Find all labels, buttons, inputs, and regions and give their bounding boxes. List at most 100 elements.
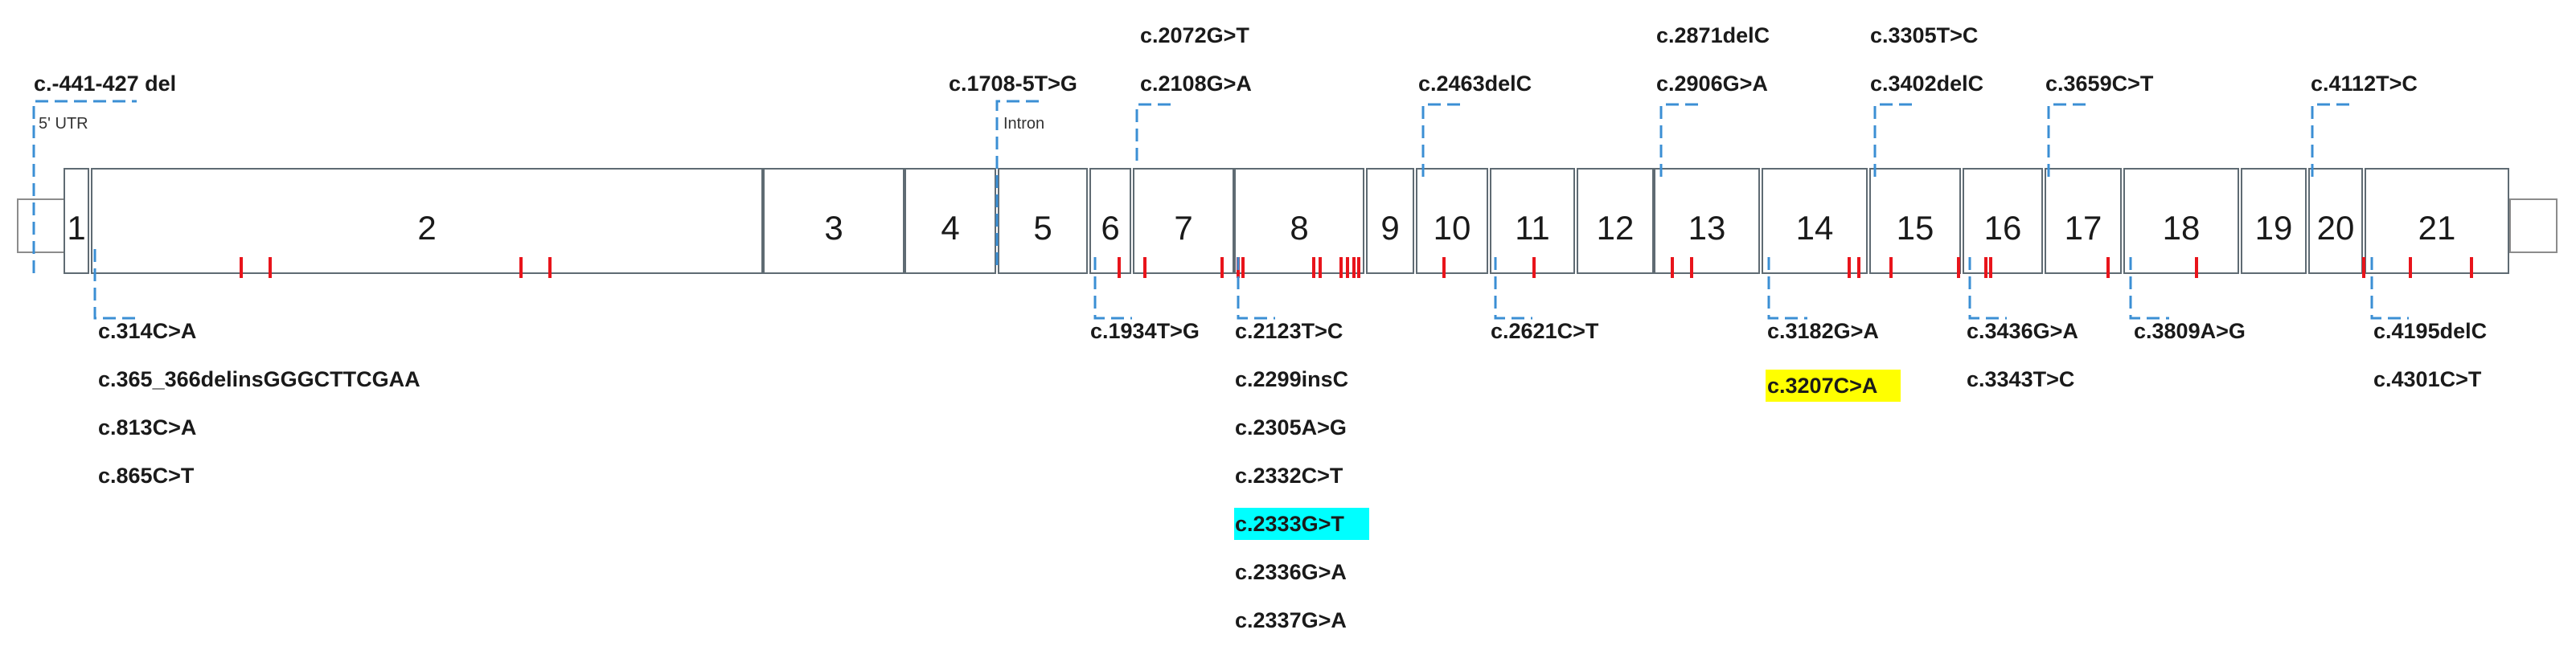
exon-box-12 — [1577, 168, 1654, 274]
exon-box-13 — [1654, 168, 1760, 274]
exon-number-6: 6 — [1101, 209, 1119, 247]
cyan-highlight — [1234, 508, 1369, 540]
utr-left-box — [17, 198, 65, 253]
exon-number-1: 1 — [67, 209, 85, 247]
leader-line — [93, 249, 142, 320]
exon-box-17 — [2045, 168, 2122, 274]
variant-label: c.2332C>T — [1235, 464, 1343, 488]
variant-label: c.314C>A — [98, 319, 196, 343]
variant-label-highlighted: c.2333G>T — [1235, 512, 1344, 536]
exon-number-16: 16 — [1984, 209, 2022, 247]
exon-number-10: 10 — [1434, 209, 1471, 247]
variant-label: c.2072G>T — [1140, 23, 1249, 47]
exon-box-6 — [1089, 168, 1131, 274]
leader-line — [1135, 103, 1175, 161]
exon-box-11 — [1490, 168, 1575, 274]
variant-label: c.2299insC — [1235, 367, 1348, 391]
leader-line — [2047, 103, 2086, 177]
leader-line — [2129, 257, 2169, 320]
yellow-highlight — [1766, 370, 1901, 402]
exon-box-21 — [2365, 168, 2509, 274]
exon-box-8 — [1234, 168, 1364, 274]
variant-label: c.2621C>T — [1491, 319, 1599, 343]
top-leader-lines — [32, 100, 2349, 273]
exon-box-16 — [1963, 168, 2043, 274]
exon-number-17: 17 — [2065, 209, 2102, 247]
exon-number-2: 2 — [417, 209, 436, 247]
leader-line — [1494, 257, 1532, 320]
variant-label: c.2108G>A — [1140, 72, 1252, 96]
exon-number-5: 5 — [1033, 209, 1052, 247]
exon-number-15: 15 — [1897, 209, 1934, 247]
bottom-variant-labels: c.314C>A c.365_366delinsGGGCTTCGAA c.813… — [98, 319, 2487, 632]
exon-box-10 — [1416, 168, 1488, 274]
variant-label: c.3659C>T — [2045, 72, 2154, 96]
exon-number-4: 4 — [941, 209, 959, 247]
exon-number-3: 3 — [824, 209, 843, 247]
exon-boxes — [64, 168, 2509, 274]
variant-label: c.4112T>C — [2311, 72, 2418, 96]
utr-right-box — [2509, 198, 2558, 253]
leader-line — [2370, 257, 2409, 320]
variant-label: c.3402delC — [1870, 72, 1983, 96]
exon-box-7 — [1133, 168, 1234, 274]
exon-number-19: 19 — [2255, 209, 2293, 247]
mutation-ticks — [240, 257, 2473, 278]
exon-number-20: 20 — [2317, 209, 2355, 247]
leader-line — [32, 100, 137, 273]
variant-label: c.3809A>G — [2134, 319, 2246, 343]
leader-line — [1237, 257, 1275, 320]
variant-label: c.2906G>A — [1656, 72, 1768, 96]
exon-box-20 — [2308, 168, 2363, 274]
exon-box-15 — [1869, 168, 1961, 274]
exon-numbers: 1 2 3 4 5 6 7 8 9 10 11 12 13 14 15 16 1… — [67, 209, 2455, 247]
variant-label: c.2463delC — [1418, 72, 1532, 96]
variant-label: c.865C>T — [98, 464, 195, 488]
exon-number-8: 8 — [1290, 209, 1308, 247]
variant-label: c.3436G>A — [1967, 319, 2078, 343]
leader-line — [1421, 103, 1460, 177]
utr-label: 5' UTR — [39, 115, 88, 133]
exon-number-11: 11 — [1515, 209, 1550, 247]
exon-number-12: 12 — [1597, 209, 1635, 247]
exon-box-3 — [763, 168, 904, 274]
leader-line — [1093, 257, 1132, 320]
intron-label: Intron — [1003, 115, 1044, 133]
variant-label-highlighted: c.3207C>A — [1767, 374, 1877, 398]
exon-number-13: 13 — [1688, 209, 1726, 247]
variant-label: c.2305A>G — [1235, 415, 1347, 440]
variant-label: c.365_366delinsGGGCTTCGAA — [98, 367, 420, 391]
leader-line — [1873, 103, 1914, 177]
leader-line — [1767, 257, 1807, 320]
variant-label: c.-441-427 del — [34, 72, 176, 96]
leader-line — [995, 100, 1040, 265]
exon-box-2 — [91, 168, 763, 274]
exon-number-9: 9 — [1380, 209, 1399, 247]
exon-box-1 — [64, 168, 89, 274]
leader-line — [1659, 103, 1700, 177]
variant-label: c.3305T>C — [1870, 23, 1978, 47]
leader-line — [1968, 257, 2007, 320]
variant-label: c.4195delC — [2373, 319, 2487, 343]
leader-line — [2311, 103, 2349, 177]
exon-box-18 — [2123, 168, 2239, 274]
variant-label: c.2123T>C — [1235, 319, 1343, 343]
variant-label: c.3343T>C — [1967, 367, 2074, 391]
variant-label: c.1934T>G — [1090, 319, 1200, 343]
exon-number-14: 14 — [1796, 209, 1834, 247]
variant-label: c.2336G>A — [1235, 560, 1347, 584]
variant-label: c.1708-5T>G — [949, 72, 1077, 96]
exon-number-21: 21 — [2418, 209, 2456, 247]
variant-label: c.3182G>A — [1767, 319, 1879, 343]
top-variant-labels: c.-441-427 del c.1708-5T>G c.2072G>T c.2… — [34, 23, 2418, 96]
variant-label: c.2871delC — [1656, 23, 1770, 47]
exon-box-9 — [1366, 168, 1414, 274]
exon-box-14 — [1762, 168, 1868, 274]
variant-label: c.4301C>T — [2373, 367, 2482, 391]
exon-box-4 — [904, 168, 996, 274]
exon-number-18: 18 — [2163, 209, 2201, 247]
exon-box-5 — [998, 168, 1088, 274]
exon-box-19 — [2241, 168, 2307, 274]
bottom-leader-lines — [93, 249, 2409, 320]
